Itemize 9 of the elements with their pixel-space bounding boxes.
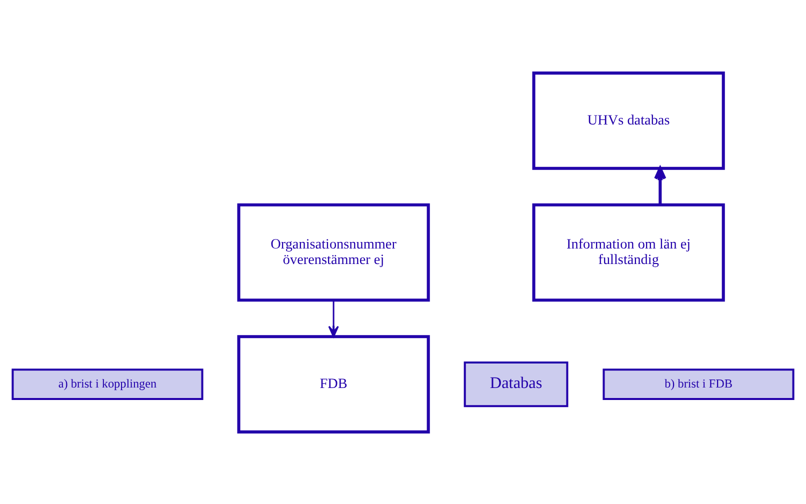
arrow (654, 166, 666, 204)
node-box: a) brist i kopplingen (12, 368, 204, 400)
node-box: UHVs databas (532, 71, 725, 170)
node-box: Organisationsnummer överenstämmer ej (237, 202, 430, 302)
node-box: FDB (237, 334, 430, 433)
node-box: Databas (464, 360, 568, 407)
node-box: Information om län ej fullständig (532, 202, 725, 302)
arrow (328, 300, 339, 337)
node-box: b) brist i FDB (602, 368, 794, 400)
